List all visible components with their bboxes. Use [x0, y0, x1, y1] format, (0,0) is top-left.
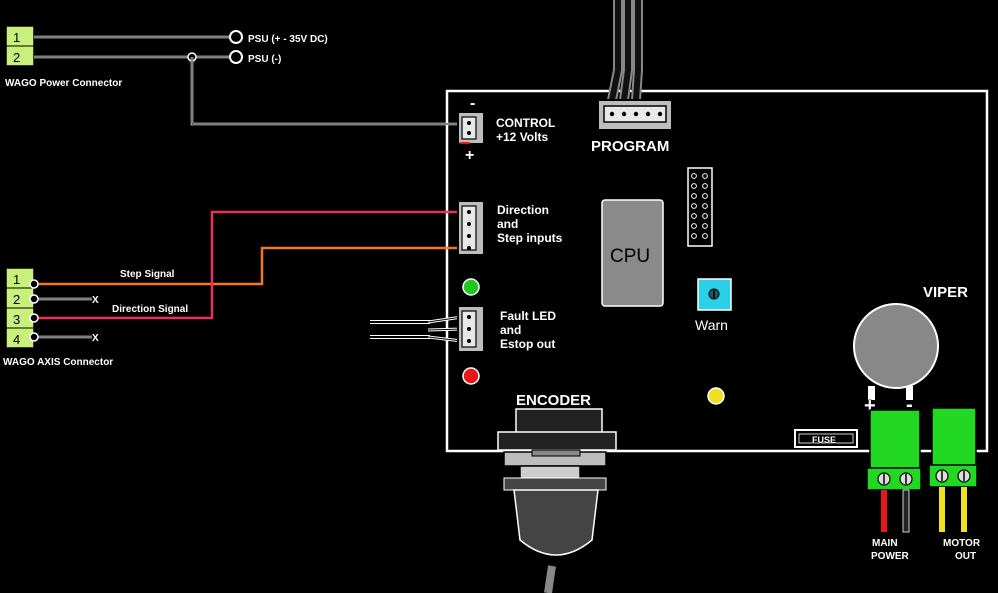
- fault-estop-connector: [457, 305, 485, 353]
- motor-out-label-2: OUT: [955, 551, 976, 562]
- control-plus: +: [465, 147, 474, 164]
- program-connector: [597, 99, 673, 131]
- wago-axis-connector: 1 2 3 4: [5, 267, 35, 349]
- encoder-plug: [503, 465, 607, 593]
- power-pin-1: 1: [13, 30, 20, 45]
- dir-step-label-1: Direction: [497, 203, 549, 217]
- dir-step-label-3: Step inputs: [497, 231, 563, 245]
- capacitor-minus: -: [906, 394, 913, 416]
- axis-pin-2: 2: [13, 292, 20, 307]
- cpu-label: CPU: [610, 246, 650, 267]
- psu-minus-label: PSU (-): [248, 54, 281, 65]
- fault-label-1: Fault LED: [500, 309, 556, 323]
- green-led: [462, 278, 480, 296]
- direction-signal-label: Direction Signal: [112, 304, 188, 315]
- control-connector: [457, 111, 485, 145]
- direction-signal-wire: [34, 210, 466, 320]
- main-power-label-2: POWER: [871, 551, 910, 562]
- motor-out-label-1: MOTOR: [943, 538, 981, 549]
- axis-pin-4-nc: X: [92, 333, 99, 344]
- wago-axis-connector-title: WAGO AXIS Connector: [3, 357, 113, 368]
- step-signal-label: Step Signal: [120, 269, 175, 280]
- capacitor: [853, 303, 939, 389]
- program-cable: [607, 0, 643, 101]
- wago-power-connector-title: WAGO Power Connector: [5, 78, 122, 89]
- viper-label: VIPER: [923, 284, 968, 301]
- yellow-led: [707, 387, 725, 405]
- main-power-label-1: MAIN: [872, 538, 898, 549]
- psu-plus-label: PSU (+ - 35V DC): [248, 34, 328, 45]
- axis-pin-4: 4: [13, 332, 20, 347]
- encoder-label: ENCODER: [516, 392, 591, 409]
- dir-step-label-2: and: [497, 217, 518, 231]
- warn-label: Warn: [695, 317, 728, 333]
- red-led: [462, 367, 480, 385]
- fuse-label: FUSE: [812, 435, 836, 445]
- fault-cable: [370, 315, 463, 343]
- encoder-connector: [497, 408, 617, 467]
- cpu-chip: [601, 199, 664, 307]
- power-pin-2: 2: [13, 50, 20, 65]
- axis-pin-2-nc: X: [92, 295, 99, 306]
- direction-step-connector: [457, 200, 485, 256]
- motor-out-terminal: [928, 407, 978, 532]
- control-minus: -: [470, 95, 475, 112]
- fault-label-3: Estop out: [500, 337, 555, 351]
- step-signal-wire: [34, 246, 466, 286]
- wago-power-connector: 1 2: [5, 25, 35, 67]
- control-label: CONTROL: [496, 116, 555, 130]
- control-voltage-label: +12 Volts: [496, 130, 548, 144]
- main-power-terminal: [866, 409, 922, 533]
- jumper-header: [687, 167, 713, 247]
- axis-pin-3: 3: [13, 312, 20, 327]
- axis-pin-1: 1: [13, 272, 20, 287]
- program-label: PROGRAM: [591, 138, 669, 155]
- fault-label-2: and: [500, 323, 521, 337]
